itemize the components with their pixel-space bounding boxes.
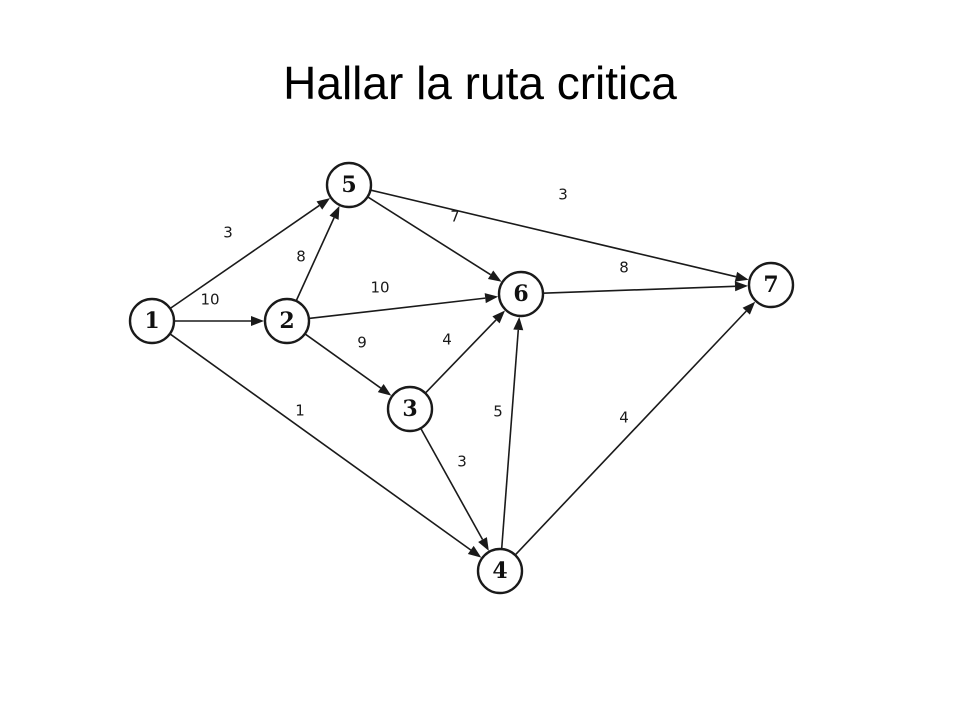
edge-2-6: [308, 293, 499, 320]
arrowhead-icon: [734, 281, 749, 292]
edge-line: [542, 285, 736, 295]
arrowhead-icon: [484, 293, 499, 304]
edge-weight-label: 10: [200, 291, 219, 309]
arrowhead-icon: [478, 537, 489, 551]
arrowhead-icon: [742, 301, 756, 315]
edge-line: [295, 217, 335, 302]
edge-2-5: [295, 205, 340, 302]
node-label: 5: [341, 172, 356, 198]
arrowhead-icon: [467, 545, 482, 558]
node-4: 4: [476, 547, 524, 595]
edge-line: [514, 310, 747, 556]
node-label: 7: [763, 272, 778, 298]
node-7: 7: [747, 261, 795, 309]
edge-line: [419, 427, 484, 540]
edge-weight-label: 4: [619, 409, 629, 427]
edge-line: [367, 196, 492, 276]
node-circle: [128, 297, 176, 345]
node-label: 2: [279, 308, 294, 334]
edge-5-6: [367, 196, 502, 282]
edge-4-7: [514, 301, 756, 556]
edge-weight-label: 1: [295, 402, 305, 420]
edge-weight-label: 7: [450, 208, 460, 226]
edge-line: [308, 297, 486, 320]
edge-line: [304, 333, 382, 389]
node-label: 4: [492, 558, 507, 584]
edge-line: [169, 333, 472, 551]
node-5: 5: [325, 161, 373, 209]
edge-4-6: [500, 316, 524, 550]
node-circle: [747, 261, 795, 309]
edge-1-4: [169, 333, 482, 558]
node-label: 1: [144, 308, 159, 334]
node-3: 3: [386, 385, 434, 433]
edge-line: [370, 189, 737, 278]
edge-1-5: [169, 198, 331, 310]
page-title: Hallar la ruta critica: [283, 57, 677, 109]
arrowhead-icon: [329, 205, 340, 220]
node-label: 6: [513, 281, 528, 307]
edge-weight-label: 3: [223, 224, 233, 242]
node-circle: [325, 161, 373, 209]
edge-line: [424, 319, 497, 394]
edge-weight-label: 8: [296, 248, 306, 266]
node-1: 1: [128, 297, 176, 345]
edge-1-2: [174, 316, 264, 326]
arrowhead-icon: [316, 198, 331, 210]
arrowhead-icon: [487, 270, 502, 282]
edge-3-6: [424, 310, 506, 394]
arrowhead-icon: [734, 271, 749, 282]
edge-weight-label: 8: [619, 259, 629, 277]
edge-weight-label: 3: [558, 186, 568, 204]
node-circle: [476, 547, 524, 595]
edge-weight-label: 10: [370, 279, 389, 297]
node-circle: [263, 297, 311, 345]
edge-labels-layer: 3 10 1 8 10 9 7 3 4 3 5 4 8: [200, 186, 628, 471]
node-circle: [386, 385, 434, 433]
arrowhead-icon: [377, 383, 392, 396]
node-circle: [497, 270, 545, 318]
edge-3-4: [419, 427, 489, 551]
arrowhead-icon: [492, 310, 506, 324]
arrowhead-icon: [251, 316, 264, 326]
edge-6-7: [542, 281, 749, 295]
edge-weight-label: 9: [357, 334, 367, 352]
nodes-layer: 1 2 3 4 5 6 7: [128, 161, 795, 595]
edge-line: [500, 329, 520, 550]
edge-weight-label: 3: [457, 453, 467, 471]
edge-line: [169, 204, 320, 310]
node-label: 3: [402, 396, 417, 422]
node-2: 2: [263, 297, 311, 345]
node-6: 6: [497, 270, 545, 318]
edge-5-7: [370, 189, 749, 282]
edge-weight-label: 4: [442, 331, 452, 349]
edge-weight-label: 5: [493, 403, 503, 421]
edges-layer: [169, 189, 756, 558]
edge-2-3: [304, 333, 392, 396]
arrowhead-icon: [513, 316, 524, 331]
